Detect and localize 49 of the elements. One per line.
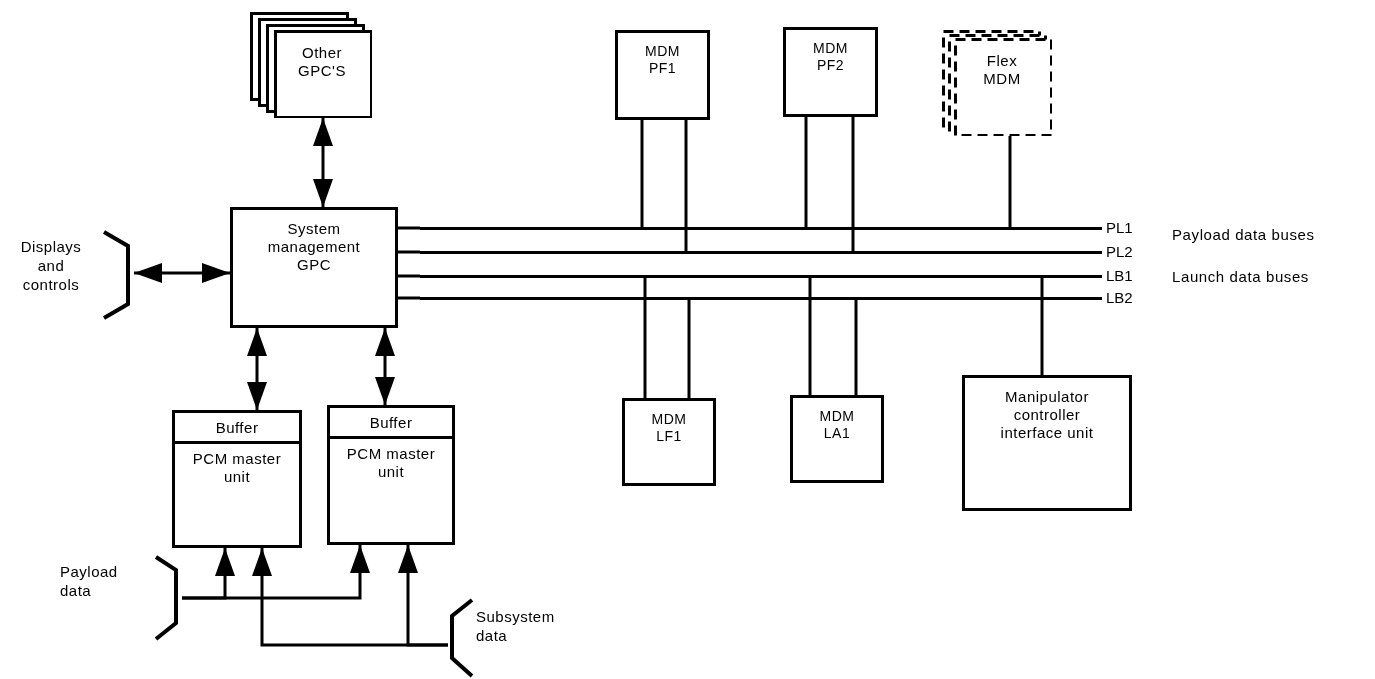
connector-line xyxy=(398,250,420,254)
connector-line xyxy=(687,298,691,398)
process-box xyxy=(962,375,1132,511)
arrow xyxy=(398,545,448,647)
box-heading: Buffer xyxy=(369,414,413,432)
connector-line xyxy=(643,276,647,398)
unit-box xyxy=(172,410,302,548)
connector-line xyxy=(854,298,858,395)
box-label: Manipulator controller interface unit xyxy=(999,388,1095,442)
arrow xyxy=(375,328,395,405)
arrow xyxy=(247,328,267,410)
process-box xyxy=(783,27,878,117)
box-label: MDM PF2 xyxy=(812,40,849,74)
process-box xyxy=(790,395,884,483)
box-label: Flex MDM xyxy=(982,52,1022,88)
connector-line xyxy=(398,296,420,300)
arrow xyxy=(313,118,333,207)
bus-label: PL2 xyxy=(1105,244,1134,260)
process-box xyxy=(230,207,398,328)
box-label: PCM master unit xyxy=(192,450,282,486)
connector-line xyxy=(640,120,644,228)
arrow xyxy=(134,263,230,283)
bus-label: LB2 xyxy=(1105,290,1134,306)
connector-line xyxy=(1008,136,1012,228)
connector-line xyxy=(804,117,808,228)
source-label: Payload data xyxy=(60,563,119,601)
connector-line xyxy=(398,226,420,230)
connector-line xyxy=(1040,276,1044,375)
connector-line xyxy=(851,117,855,252)
source-label: Displays and controls xyxy=(19,238,83,295)
box-label: MDM PF1 xyxy=(644,43,681,77)
process-box xyxy=(622,398,716,486)
bus-label: LB1 xyxy=(1105,268,1134,284)
unit-box xyxy=(327,405,455,545)
connector-line xyxy=(684,120,688,252)
bus-label: PL1 xyxy=(1105,220,1134,236)
connector-line xyxy=(398,274,420,278)
box-label: Other GPC'S xyxy=(297,44,347,80)
box-label: MDM LF1 xyxy=(650,411,688,445)
box-label: System management GPC xyxy=(266,220,362,274)
box-label: PCM master unit xyxy=(346,445,436,481)
process-box xyxy=(615,30,710,120)
connector-line xyxy=(808,276,812,395)
bus-group-label: Launch data buses xyxy=(1172,268,1309,285)
arrow xyxy=(182,545,370,600)
box-heading: Buffer xyxy=(215,419,259,437)
bus-group-label: Payload data buses xyxy=(1172,226,1315,243)
box-label: MDM LA1 xyxy=(818,408,856,442)
source-label: Subsystem data xyxy=(476,608,556,646)
